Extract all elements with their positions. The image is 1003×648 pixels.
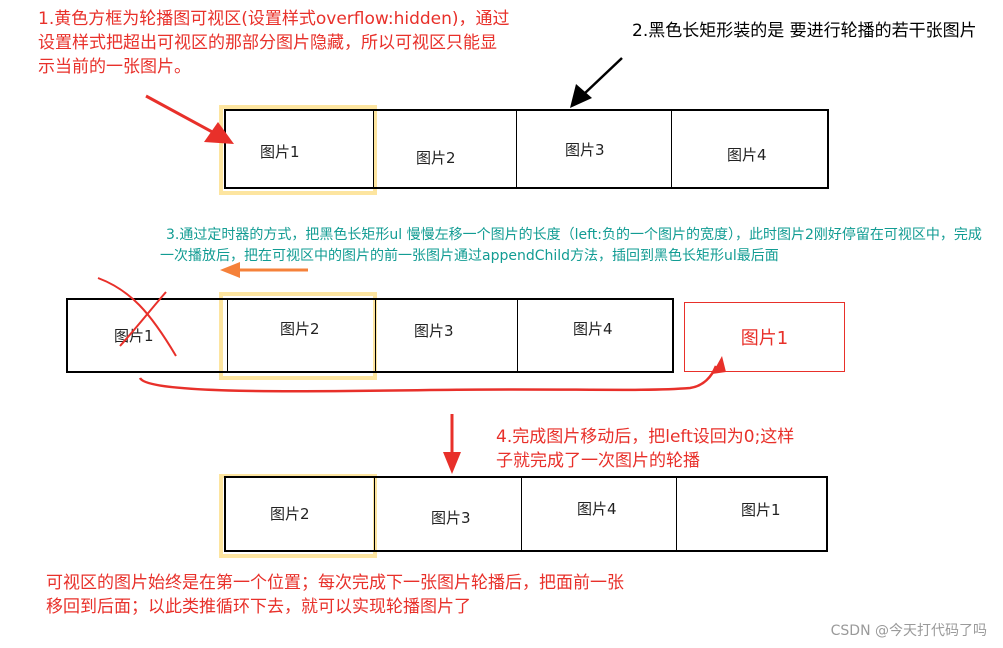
strip-top-label-3: 图片3 (565, 141, 605, 159)
strip-middle-cell-4: 图片4 (518, 300, 672, 371)
strip-middle-cell-3: 图片3 (376, 300, 518, 371)
image-strip-bottom: 图片2 图片3 图片4 图片1 (224, 476, 828, 552)
strip-middle-label-4: 图片4 (573, 320, 613, 338)
strip-middle-label-2: 图片2 (280, 320, 320, 338)
viewport-frame-top (219, 105, 377, 195)
strip-bottom-label-4: 图片1 (741, 501, 781, 519)
strip-top-cell-2: 图片2 (374, 111, 517, 187)
strip-top-cell-1: 图片1 (226, 111, 374, 187)
strip-bottom-cell-2: 图片3 (375, 478, 522, 550)
moved-image-label: 图片1 (740, 328, 789, 349)
moved-image-box: 图片1 (684, 302, 845, 372)
strip-bottom-cell-3: 图片4 (522, 478, 677, 550)
strip-bottom-cell-1: 图片2 (226, 478, 375, 550)
watermark-footer: CSDN @今天打代码了吗 (830, 623, 987, 639)
note-4: 4.完成图片移动后，把left设回为0;这样子就完成了一次图片的轮播 (496, 427, 795, 471)
note-1: 1.黄色方框为轮播图可视区(设置样式overflow:hidden)，通过设置样… (38, 9, 510, 77)
strip-top-label-2: 图片2 (416, 149, 456, 167)
note-3: 3.通过定时器的方式，把黑色长矩形ul 慢慢左移一个图片的长度（left:负的一… (160, 227, 982, 264)
move-left-arrow-icon (220, 262, 308, 278)
strip-top-cell-3: 图片3 (517, 111, 672, 187)
strip-top-label-4: 图片4 (727, 146, 767, 164)
summary-note: 可视区的图片始终是在第一个位置；每次完成下一张图片轮播后，把面前一张移回到后面；… (46, 573, 624, 617)
cross-out-mark-icon (97, 277, 177, 357)
strip-bottom-cell-4: 图片1 (677, 478, 828, 550)
down-arrow-icon (443, 414, 461, 474)
strip-top-cell-4: 图片4 (672, 111, 827, 187)
arrow-to-strip-icon (570, 57, 623, 108)
image-strip-top: 图片1 图片2 图片3 图片4 (224, 109, 829, 189)
strip-bottom-label-1: 图片2 (270, 505, 310, 523)
strip-top-label-1: 图片1 (260, 143, 300, 161)
strip-bottom-label-2: 图片3 (431, 509, 471, 527)
arrow-to-viewport-icon (145, 94, 234, 144)
strip-middle-label-3: 图片3 (414, 322, 454, 340)
strip-bottom-label-3: 图片4 (577, 500, 617, 518)
append-curve-arrow-icon (138, 356, 726, 393)
strip-middle-cell-2: 图片2 (228, 300, 376, 371)
note-2: 2.黑色长矩形装的是 要进行轮播的若干张图片 (632, 21, 977, 41)
